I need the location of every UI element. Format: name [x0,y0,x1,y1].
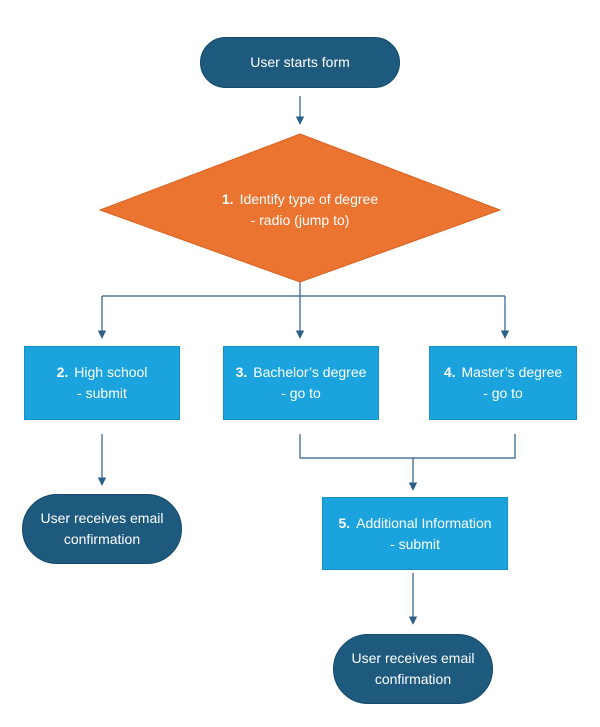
bachelor-number: 3. [235,364,248,380]
high-school-number: 2. [56,364,69,380]
bachelor-sub: - go to [281,385,321,401]
high-school-sub: - submit [77,385,127,401]
additional-sub: - submit [390,535,440,552]
additional-title: Additional Information [356,514,492,531]
high-school-step: 2. High school - submit [24,346,180,420]
final-end-line1: User receives email [351,650,475,666]
high-school-end-terminal: User receives email confirmation [22,494,182,564]
decision-number: 1. [221,191,234,207]
high-school-end-line2: confirmation [63,531,141,547]
master-title: Master’s degree [461,364,563,380]
final-end-line2: confirmation [374,671,452,687]
master-step: 4. Master’s degree - go to [429,346,577,420]
master-number: 4. [443,364,456,380]
high-school-end-line1: User receives email [40,510,164,526]
connector-merge-bar [299,434,516,459]
additional-number: 5. [338,514,351,531]
decision-diamond [98,133,502,283]
final-end-terminal: User receives email confirmation [333,634,493,704]
start-label: User starts form [250,54,350,70]
additional-information-step: 5. Additional Information - submit [322,497,508,570]
decision-text: 1. Identify type of degree - radio (jump … [150,185,450,235]
decision-sub: - radio (jump to) [250,212,350,228]
decision-title: Identify type of degree [239,191,379,207]
bachelor-title: Bachelor’s degree [253,364,367,380]
master-sub: - go to [483,385,523,401]
high-school-title: High school [74,364,148,380]
start-terminal: User starts form [200,37,400,88]
bachelor-step: 3. Bachelor’s degree - go to [223,346,379,420]
